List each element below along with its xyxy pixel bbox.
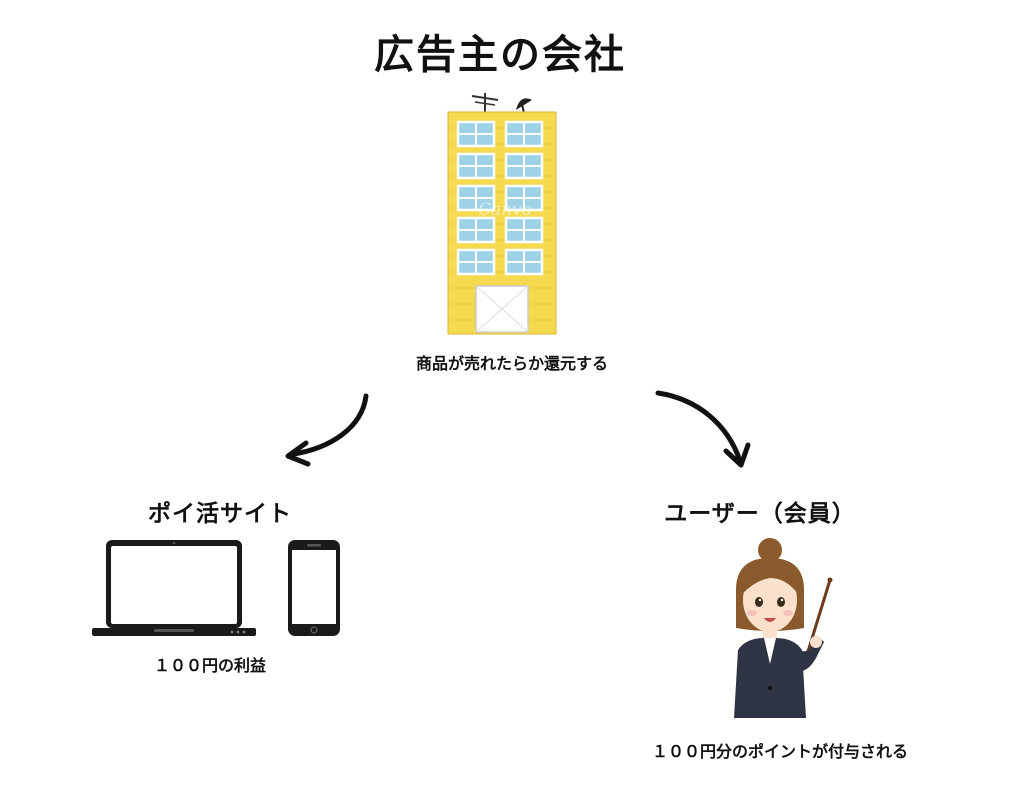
businesswoman-icon: [734, 538, 833, 718]
poikatsu-site-title: ポイ活サイト: [148, 501, 292, 527]
laptop-icon: [92, 540, 256, 636]
arrow-to-user: [655, 390, 751, 468]
user-caption: １００円分のポイントが付与される: [651, 742, 908, 761]
diagram-title: 広告主の会社: [374, 32, 626, 78]
watermark: Canva: [478, 200, 532, 220]
smartphone-icon: [288, 540, 340, 636]
user-title: ユーザー（会員）: [664, 501, 856, 527]
arrow-to-poikatsu-site: [285, 393, 369, 467]
office-building-icon: [447, 93, 557, 335]
building-caption: 商品が売れたらか還元する: [415, 354, 608, 373]
poikatsu-site-caption: １００円の利益: [153, 656, 266, 675]
